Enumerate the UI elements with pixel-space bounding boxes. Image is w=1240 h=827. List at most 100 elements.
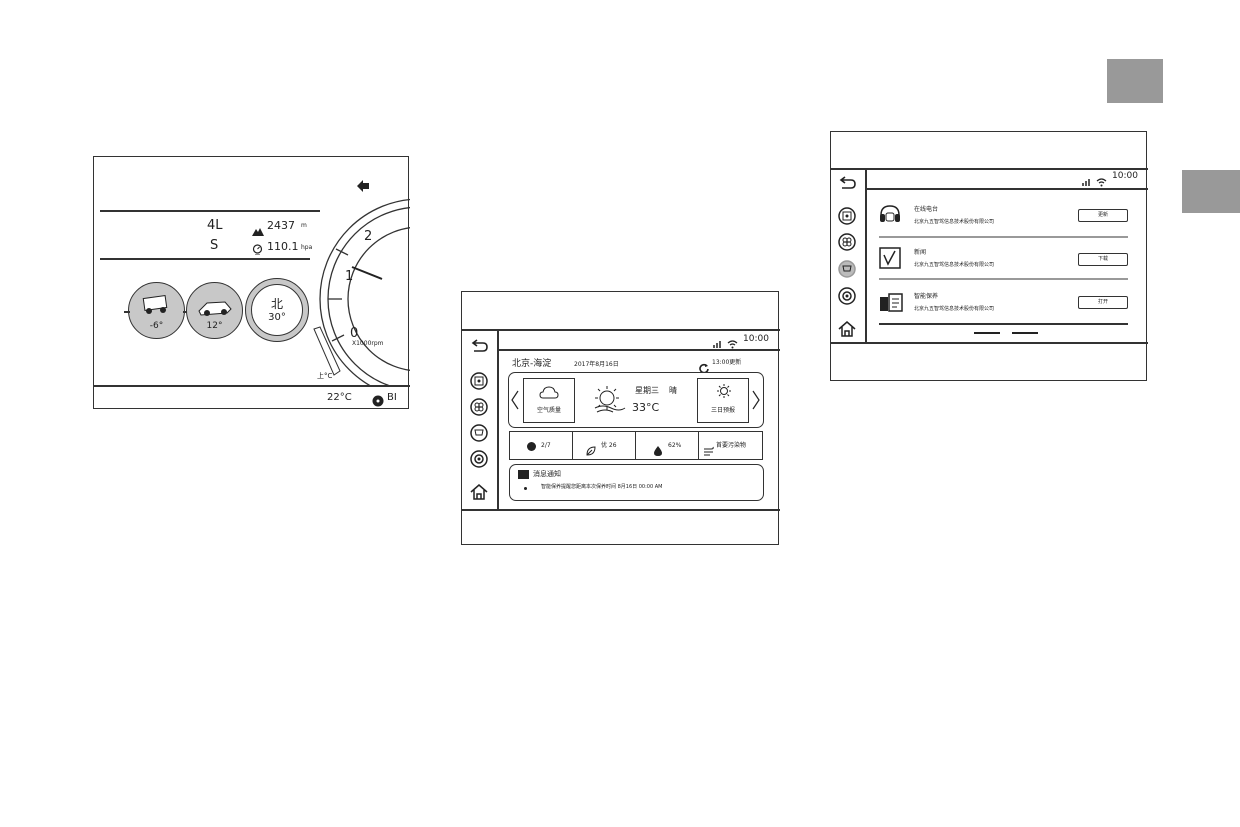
navigation-arrow-icon <box>356 178 370 192</box>
drop-icon <box>654 441 662 456</box>
wifi-icon <box>1096 172 1107 187</box>
music-icon[interactable] <box>838 207 856 225</box>
cloud-icon <box>539 385 559 399</box>
rpm-label-0: 0 <box>350 326 359 341</box>
rpm-unit: X1000rpm <box>352 340 384 347</box>
list-item-title: 智能保养 <box>914 293 939 300</box>
page-indicator-1[interactable] <box>974 332 1000 334</box>
settings-icon[interactable] <box>470 450 488 468</box>
stat-humidity-value: 62% <box>668 442 682 449</box>
outside-temperature: 22°C <box>327 392 352 403</box>
pitch-gauge: -6° <box>128 282 185 339</box>
pitch-angle: -6° <box>149 321 164 331</box>
altitude-value: 2437 <box>267 219 295 232</box>
leaf-icon <box>586 441 596 456</box>
wind-icon <box>704 441 715 456</box>
roll-gauge: 12° <box>186 282 243 339</box>
air-quality-label: 空气质量 <box>536 407 561 414</box>
download-button[interactable]: 下载 <box>1078 253 1128 266</box>
news-app-icon <box>879 247 901 269</box>
list-divider <box>879 323 1128 325</box>
sunny-icon <box>589 384 627 414</box>
stat-pollutant-label: 首要污染物 <box>716 442 747 449</box>
apps-icon[interactable] <box>470 398 488 416</box>
air-quality-button[interactable]: 空气质量 <box>523 378 575 423</box>
rpm-label-1: 1 <box>345 269 354 284</box>
apps-screen: 10:00 在线电台 北京九五智驾信息技术股份有限公司 更新 新闻 北京九五智驾… <box>830 131 1148 381</box>
music-icon[interactable] <box>470 372 488 390</box>
footer-divider <box>462 509 780 511</box>
stat-humidity: 62% <box>635 431 699 460</box>
radio-app-icon <box>878 203 902 227</box>
forecast-button[interactable]: 三日预报 <box>697 378 749 423</box>
weather-screen: 10:00 北京-海淀 2017年8月16日 13:00更新 空气质量 星期三 … <box>461 291 780 545</box>
chevron-right-icon[interactable] <box>751 390 761 410</box>
refresh-icon[interactable] <box>699 358 709 374</box>
notice-card[interactable]: 消息通知 智能保养提醒您距离本次保养时间 8月16日 00:00 AM <box>509 464 764 501</box>
car-limit-icon <box>527 442 536 451</box>
shop-icon[interactable] <box>470 424 488 442</box>
divider-middle <box>100 258 310 260</box>
maintenance-app-icon <box>879 291 903 313</box>
back-icon[interactable] <box>839 174 857 192</box>
city-name: 北京-海淀 <box>512 359 552 369</box>
sidebar-divider <box>497 329 499 509</box>
back-icon[interactable] <box>471 337 489 355</box>
forecast-label: 三日预报 <box>710 407 735 414</box>
status-clock: 10:00 <box>1112 171 1138 181</box>
status-divider <box>497 349 780 351</box>
altitude-unit: m <box>301 222 307 229</box>
shop-icon-active[interactable] <box>838 260 856 278</box>
barometer-icon <box>252 240 263 256</box>
drive-mode: S <box>210 238 219 253</box>
home-icon[interactable] <box>838 320 856 338</box>
weather-condition: 晴 <box>669 386 677 395</box>
stat-limit: 2/7 <box>509 431 573 460</box>
list-divider <box>879 236 1128 238</box>
apps-icon[interactable] <box>838 233 856 251</box>
chapter-tab-top <box>1107 59 1163 103</box>
header-divider <box>462 329 780 331</box>
compass-degree: 30° <box>268 312 286 323</box>
sidebar-divider <box>865 168 867 342</box>
fan-icon <box>372 392 384 407</box>
date-label: 2017年8月16日 <box>574 361 619 368</box>
wifi-icon <box>727 334 738 349</box>
home-icon[interactable] <box>470 483 488 501</box>
mountain-icon <box>252 221 264 236</box>
stat-limit-value: 2/7 <box>541 442 551 449</box>
list-item-subtitle: 北京九五智驾信息技术股份有限公司 <box>914 262 995 268</box>
chapter-tab-active <box>1182 170 1240 213</box>
open-button[interactable]: 打开 <box>1078 296 1128 309</box>
rpm-label-2: 2 <box>364 229 373 244</box>
chevron-left-icon[interactable] <box>510 390 520 410</box>
signal-icon <box>713 334 723 348</box>
car-front-icon <box>197 299 233 317</box>
compass-gauge: 北 30° <box>245 278 309 342</box>
sun-icon <box>716 383 732 399</box>
refresh-time: 13:00更新 <box>712 359 742 366</box>
pressure-value: 110.1 <box>267 240 299 253</box>
page-indicator-2[interactable] <box>1012 332 1038 334</box>
update-button[interactable]: 更新 <box>1078 209 1128 222</box>
temperature-gauge-label: 上°C <box>317 372 333 380</box>
gear-indicator: 4L <box>207 218 223 233</box>
stat-aqi-value: 优 26 <box>601 442 617 449</box>
stat-aqi: 优 26 <box>572 431 636 460</box>
status-divider <box>865 188 1148 190</box>
header-divider <box>831 168 1148 170</box>
divider-bottom <box>94 385 410 387</box>
fan-label: BI <box>387 392 397 403</box>
status-clock: 10:00 <box>743 334 769 344</box>
list-item-subtitle: 北京九五智驾信息技术股份有限公司 <box>914 306 995 312</box>
pressure-unit: hpa <box>301 244 313 251</box>
roll-angle: 12° <box>206 321 223 331</box>
weekday: 星期三 <box>635 386 659 395</box>
current-temperature: 33°C <box>632 401 660 414</box>
list-item-subtitle: 北京九五智驾信息技术股份有限公司 <box>914 219 995 225</box>
stat-pollutant: 首要污染物 <box>698 431 763 460</box>
car-side-icon <box>141 294 171 316</box>
settings-icon[interactable] <box>838 287 856 305</box>
list-divider <box>879 278 1128 280</box>
divider-top <box>100 210 320 212</box>
